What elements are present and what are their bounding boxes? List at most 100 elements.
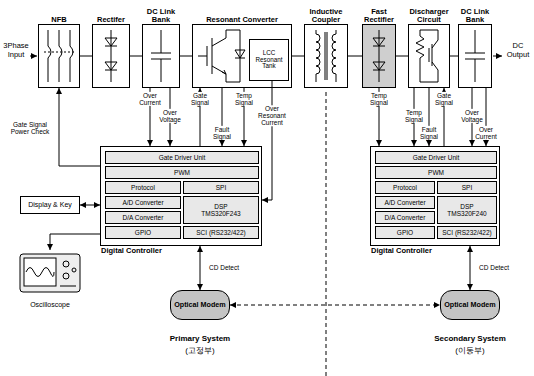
controller-module: SCI (RS232/422) xyxy=(183,226,259,239)
node-label: Protocol xyxy=(131,184,155,191)
signal-connector xyxy=(59,88,100,166)
node-title: Resonant Converter xyxy=(188,16,296,24)
output-arrow xyxy=(493,56,502,57)
igbt-symbol xyxy=(212,38,213,74)
controller-module: Protocol xyxy=(105,181,181,194)
node-label: SCI (RS232/422) xyxy=(196,229,246,236)
controller-module: GPIO xyxy=(105,226,181,239)
node-title: NFB xyxy=(34,16,84,24)
signal-connector xyxy=(450,56,458,57)
signal-connector xyxy=(130,56,142,57)
node-title: Discharger Circuit xyxy=(404,8,454,25)
node-title: Inductive Coupler xyxy=(300,8,352,25)
node-label: PWM xyxy=(174,169,190,176)
node-label: Display & Key xyxy=(28,201,72,209)
signal-connector xyxy=(230,305,440,306)
block-box: LCC Resonant Tank xyxy=(249,39,289,81)
signal-connector xyxy=(50,234,100,250)
transformer-coil xyxy=(332,30,336,82)
node-label: Optical Modem xyxy=(174,301,226,309)
controller-module: SPI xyxy=(183,181,259,194)
fast-diode-symbol xyxy=(362,24,396,88)
controller-module: D/A Converter xyxy=(105,211,181,224)
node-title: Rectifer xyxy=(88,16,134,24)
controller-module: DSPTMS320F240 xyxy=(437,196,497,224)
capacitor-symbol xyxy=(151,30,171,82)
igbt-symbol xyxy=(198,30,245,82)
annotation-label: (고정부) xyxy=(140,346,260,355)
input-arrow xyxy=(30,56,37,57)
oscilloscope: Oscilloscope xyxy=(18,250,82,310)
power-stage-box: DC Link Bank xyxy=(142,24,180,88)
controller-module: Gate Driver Unit xyxy=(105,151,259,164)
diode-symbol xyxy=(105,62,117,70)
oscilloscope-picture xyxy=(72,268,76,272)
node-label: TMS320F240 xyxy=(447,210,486,217)
capacitor-symbol xyxy=(465,30,485,82)
node-label: DSP xyxy=(214,203,227,210)
node-title: Digital Controller xyxy=(101,247,162,255)
fast-diode-symbol xyxy=(373,62,385,70)
annotation-label: (이동부) xyxy=(410,346,530,355)
oscilloscope-picture xyxy=(20,254,80,292)
breaker-symbol xyxy=(48,30,51,82)
transformer-coil xyxy=(316,30,336,82)
node-label: Protocol xyxy=(393,184,417,191)
system-divider xyxy=(326,92,327,376)
signal-connector xyxy=(80,205,100,206)
input-arrow xyxy=(30,56,37,57)
node-label: A/D Converter xyxy=(122,199,163,206)
signal-label: Gate Signal Power Check xyxy=(5,121,55,135)
annotation-label: Primary System xyxy=(140,334,260,343)
signal-connector xyxy=(470,246,471,290)
signal-connector xyxy=(262,81,272,200)
node-label: Optical Modem xyxy=(444,301,496,309)
controller-module: DSPTMS320F243 xyxy=(183,196,259,224)
diode-symbol xyxy=(105,38,117,46)
controller-module: PWM xyxy=(105,166,259,179)
igbt-symbol xyxy=(212,66,226,82)
controller-module: PWM xyxy=(375,166,497,179)
node-label: Gate Driver Unit xyxy=(413,154,460,161)
oscilloscope-picture xyxy=(20,254,80,292)
diode-symbol xyxy=(105,30,117,82)
igbt-symbol xyxy=(235,50,245,58)
oscilloscope-picture xyxy=(63,273,69,279)
node-label: PWM xyxy=(428,169,444,176)
signal-label: Fault Signal xyxy=(416,126,442,140)
node-label: A/D Converter xyxy=(384,199,425,206)
node-title: Digital Controller xyxy=(371,247,432,255)
node-label: LCC Resonant Tank xyxy=(250,50,288,71)
transformer-coil xyxy=(325,32,327,80)
igbt-symbol xyxy=(212,30,226,46)
power-stage-box: DC Link Bank xyxy=(458,24,492,88)
node-title: DC Link Bank xyxy=(454,8,496,25)
output-arrow xyxy=(493,56,502,57)
node-label: SPI xyxy=(216,184,226,191)
fast-diode-symbol xyxy=(362,24,396,88)
node-label: Gate Driver Unit xyxy=(159,154,206,161)
system-divider xyxy=(326,92,327,376)
optical-modem: Optical Modem xyxy=(440,290,500,320)
signal-label: Over Resonant Current xyxy=(256,105,288,126)
signal-label: Fault Signal xyxy=(209,126,235,140)
annotation-label: 3Phase Input xyxy=(1,42,31,59)
signal-label: Over Voltage xyxy=(459,109,485,123)
signal-label: CD Detect xyxy=(204,264,244,271)
signal-label: CD Detect xyxy=(474,264,514,271)
signal-label: Over Voltage xyxy=(157,109,183,123)
power-stage-box: Resonant ConverterLCC Resonant Tank xyxy=(192,24,292,88)
resistor-symbol xyxy=(416,30,424,82)
annotation-label: DC Output xyxy=(503,42,533,59)
igbt-symbol xyxy=(198,56,207,57)
resistor-symbol xyxy=(420,30,438,82)
controller-module: A/D Converter xyxy=(105,196,181,209)
power-stage-box: Inductive Coupler xyxy=(304,24,348,88)
breaker-symbol xyxy=(70,30,73,82)
fast-diode-symbol xyxy=(373,70,385,71)
fast-diode-symbol xyxy=(373,46,385,47)
annotation-label: Secondary System xyxy=(410,334,530,343)
block-box: Display & Key xyxy=(20,196,80,214)
diode-symbol xyxy=(105,46,117,47)
